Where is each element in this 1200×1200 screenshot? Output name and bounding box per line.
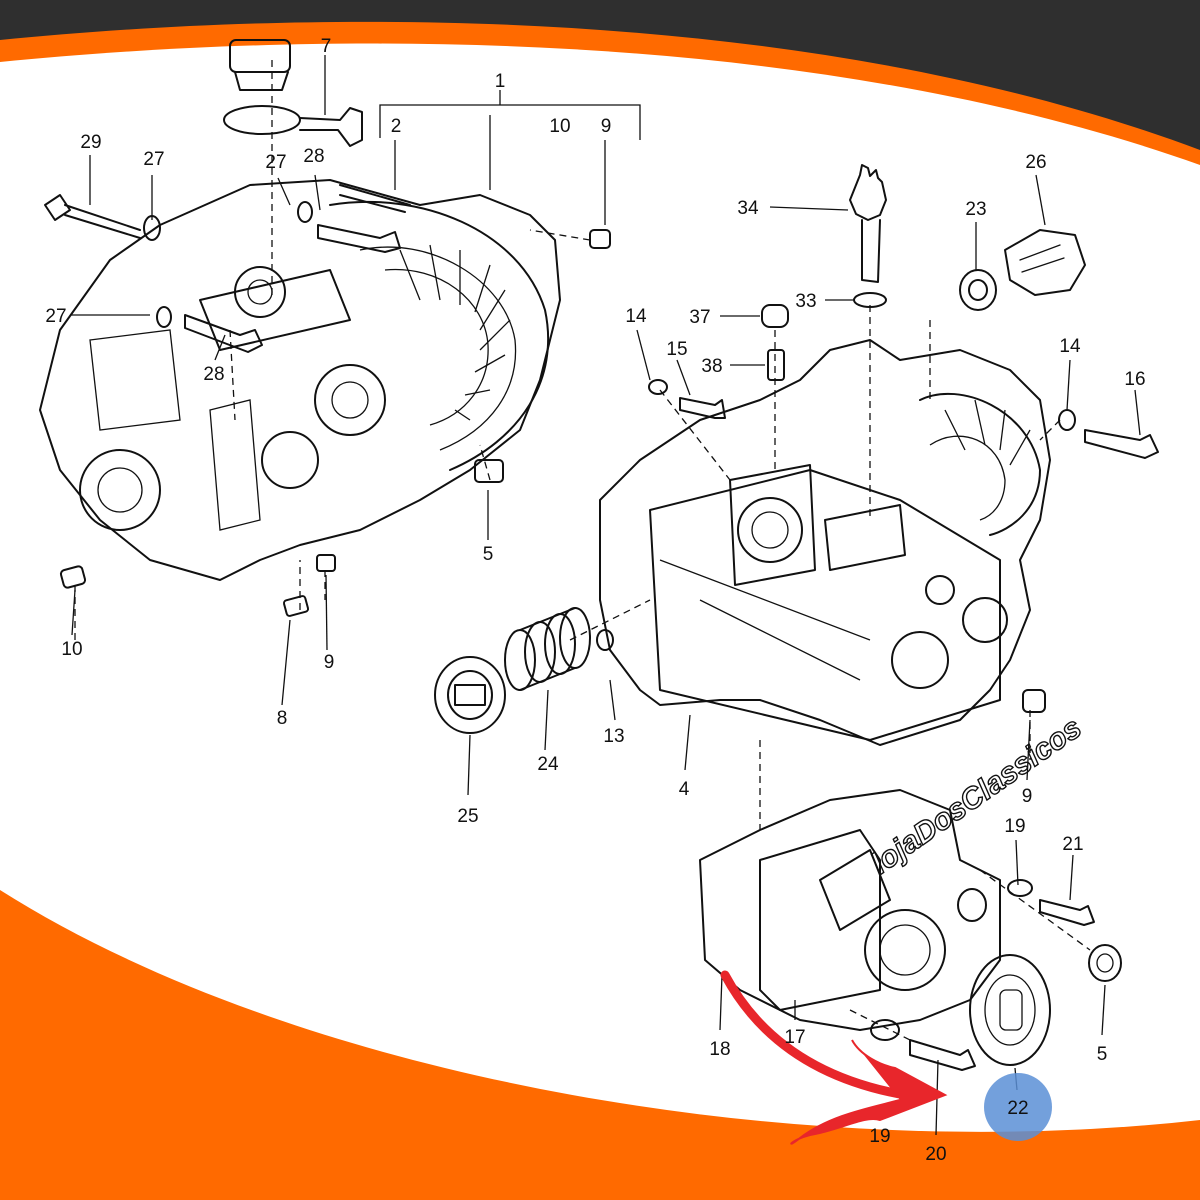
label-part-24: 24 — [537, 754, 559, 775]
label-part-5-left: 5 — [483, 544, 494, 565]
parts-24-25-drawing — [434, 607, 614, 734]
label-part-8: 8 — [277, 708, 288, 729]
label-part-1: 1 — [495, 71, 506, 92]
label-part-22: 22 — [1007, 1098, 1028, 1119]
label-part-13: 13 — [603, 726, 624, 747]
label-part-25: 25 — [457, 806, 478, 827]
label-part-33: 33 — [795, 291, 816, 312]
bottom-orange-band — [0, 880, 1200, 1200]
label-leader-lines — [70, 55, 1141, 1136]
label-part-9-left: 9 — [324, 652, 335, 673]
label-part-9-top: 9 — [601, 116, 612, 137]
label-part-29: 29 — [80, 132, 101, 153]
label-part-16: 16 — [1124, 369, 1145, 390]
label-part-27-a: 27 — [143, 149, 164, 170]
label-part-19-top: 19 — [1004, 816, 1025, 837]
part-labels: 1 2 10 9 7 29 27 27 28 27 28 10 8 9 5 34… — [45, 36, 1145, 1165]
highlight-circle-part-22 — [984, 1073, 1052, 1141]
label-part-38: 38 — [701, 356, 722, 377]
label-part-14-left: 14 — [625, 306, 647, 327]
label-part-2: 2 — [391, 116, 402, 137]
label-part-7: 7 — [321, 36, 332, 57]
rear-cover-drawing — [699, 789, 1122, 1071]
label-part-10-top: 10 — [549, 116, 570, 137]
label-part-23: 23 — [965, 199, 986, 220]
label-part-34: 34 — [737, 198, 759, 219]
label-part-37: 37 — [689, 307, 710, 328]
label-part-9-right: 9 — [1022, 786, 1033, 807]
label-part-14-right: 14 — [1059, 336, 1081, 357]
label-part-4: 4 — [679, 779, 690, 800]
left-dashed-leaders — [74, 60, 591, 640]
label-part-26: 26 — [1025, 152, 1046, 173]
label-part-17: 17 — [784, 1027, 805, 1048]
label-part-27-c: 27 — [45, 306, 66, 327]
label-part-19-bottom: 19 — [869, 1126, 890, 1147]
label-part-18: 18 — [709, 1039, 730, 1060]
label-part-10-bottom: 10 — [61, 639, 82, 660]
left-bolts — [44, 184, 611, 617]
right-upper-parts — [648, 164, 1159, 713]
label-part-28-a: 28 — [303, 146, 324, 167]
clutch-housing-drawing — [39, 179, 561, 581]
label-part-15: 15 — [666, 339, 687, 360]
right-dashed-leaders — [569, 305, 1061, 760]
label-part-20: 20 — [925, 1144, 946, 1165]
part-7-drawing — [223, 39, 363, 147]
label-part-5-right: 5 — [1097, 1044, 1108, 1065]
label-part-27-b: 27 — [265, 152, 286, 173]
label-part-21: 21 — [1062, 834, 1083, 855]
red-arrow — [720, 970, 948, 1145]
gearbox-housing-drawing — [599, 339, 1051, 746]
label-part-28-b: 28 — [203, 364, 224, 385]
bottom-dashed-leaders — [759, 740, 1091, 1041]
